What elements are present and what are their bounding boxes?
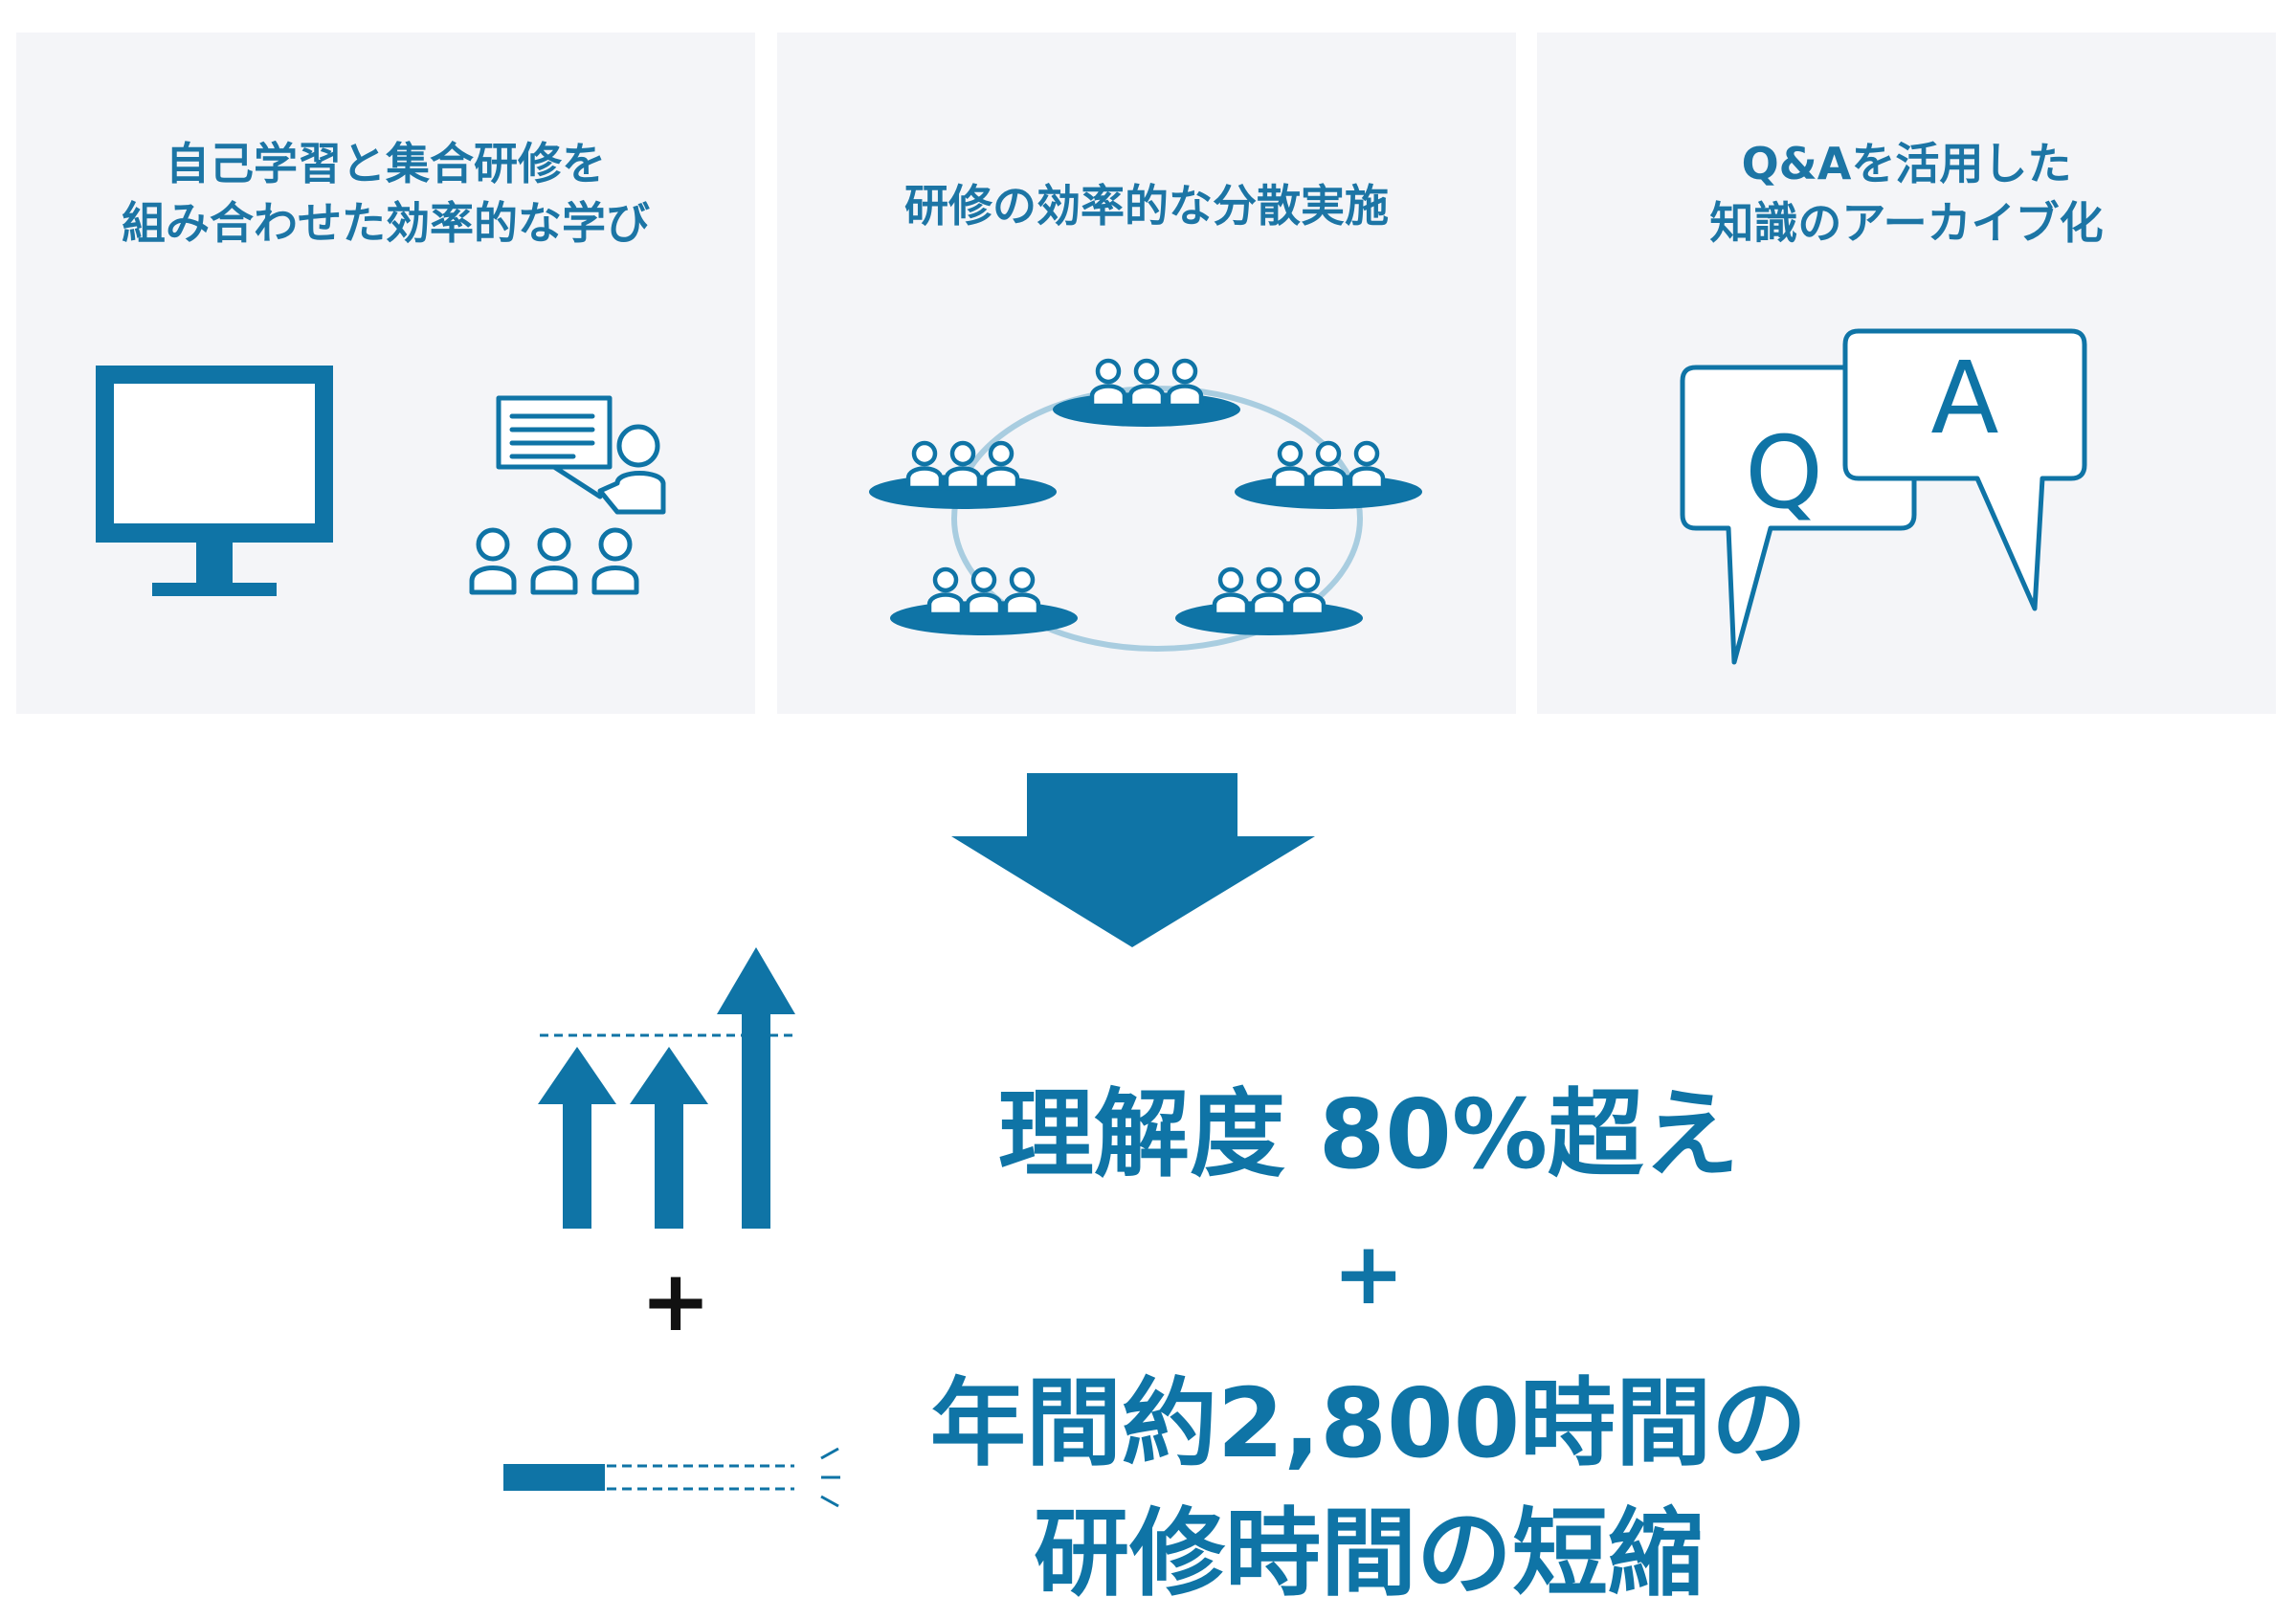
panel-title-line: 知識のアーカイブ化 bbox=[1709, 197, 2104, 249]
left-plus-sign: + bbox=[640, 1252, 711, 1350]
panel-title-line: Q&Aを活用した bbox=[1741, 138, 2072, 189]
time-reduction-line: 研修時間の短縮 bbox=[1034, 1497, 1704, 1609]
panel-title-line: 自己学習と集合研修を bbox=[166, 138, 606, 189]
panel-title: 自己学習と集合研修を 組み合わせた効率的な学び bbox=[16, 134, 755, 253]
lecture-icon bbox=[469, 395, 666, 595]
rising-arrows-icon bbox=[538, 947, 795, 1229]
panel-title: Q&Aを活用した 知識のアーカイブ化 bbox=[1537, 134, 2276, 253]
monitor-icon bbox=[96, 366, 333, 596]
distributed-groups-icon bbox=[869, 316, 1443, 652]
q-letter: Q bbox=[1745, 414, 1823, 531]
shortened-bar-icon bbox=[503, 1447, 840, 1508]
a-letter: A bbox=[1930, 340, 1998, 456]
panel-qa-archive: Q&Aを活用した 知識のアーカイブ化 Q A bbox=[1537, 33, 2276, 714]
panel-title: 研修の効率的な分散実施 bbox=[777, 176, 1516, 235]
panel-distributed: 研修の効率的な分散実施 bbox=[777, 33, 1516, 714]
time-reduction-result: 年間約2,800時間の 研修時間の短縮 bbox=[804, 1359, 1933, 1619]
time-reduction-line: 年間約2,800時間の bbox=[929, 1367, 1808, 1479]
panel-title-line: 研修の効率的な分散実施 bbox=[904, 180, 1389, 232]
panel-title-line: 組み合わせた効率的な学び bbox=[122, 197, 650, 249]
qa-bubbles-icon: Q A bbox=[1680, 328, 2087, 665]
understanding-result: 理解度 80%超え bbox=[997, 1078, 1740, 1190]
panel-self-study: 自己学習と集合研修を 組み合わせた効率的な学び bbox=[16, 33, 755, 714]
down-arrow-icon bbox=[951, 773, 1315, 947]
result-plus-sign: + bbox=[1332, 1224, 1405, 1324]
